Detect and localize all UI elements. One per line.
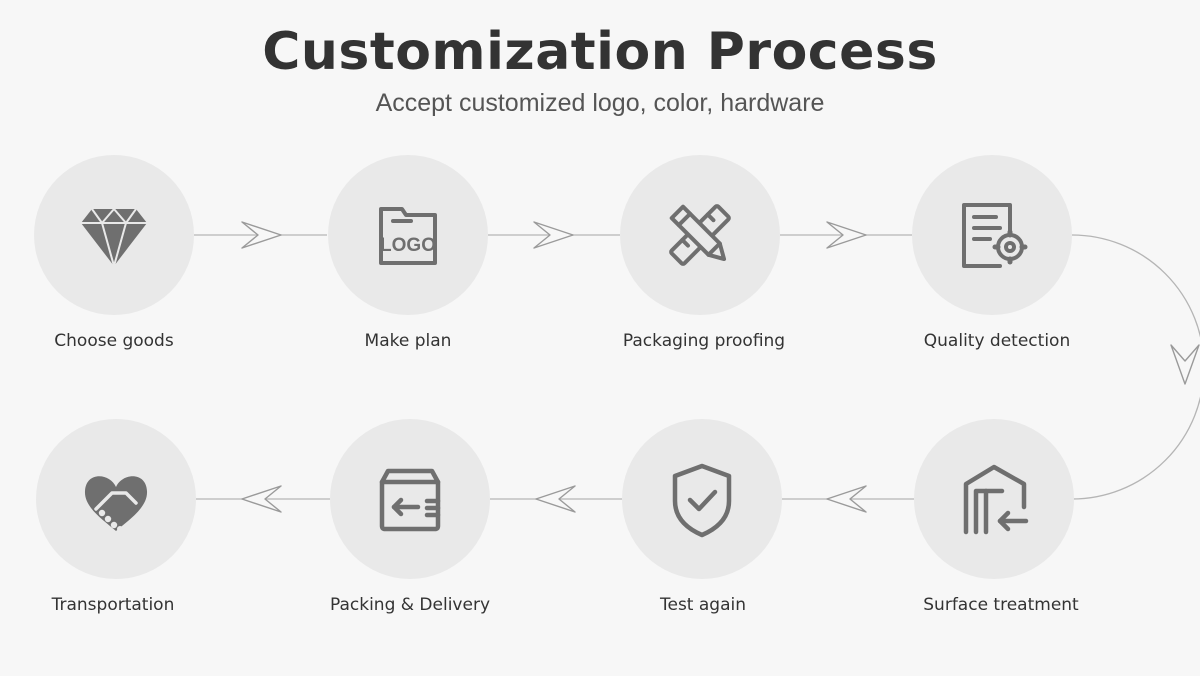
step-label-transportation: Transportation (51, 595, 175, 615)
step-circle-test-again (622, 419, 782, 579)
arrow-left-icon (826, 485, 867, 513)
step-circle-packing-delivery (330, 419, 490, 579)
step-circle-surface-treatment (914, 419, 1074, 579)
logo-folder-icon-text: LOGO (380, 235, 436, 256)
shield-check-icon (672, 463, 732, 538)
step-label-packaging-proofing: Packaging proofing (622, 331, 786, 351)
arrow-left-icon (535, 485, 576, 513)
arrow-right-icon (533, 221, 574, 249)
step-circle-quality-detection (912, 155, 1072, 315)
delivery-box-icon (379, 468, 441, 532)
step-circles (34, 155, 1074, 579)
arrow-right-icon (241, 221, 282, 249)
connector-4-5-curve (1071, 234, 1200, 500)
step-label-choose-goods: Choose goods (54, 331, 174, 351)
page-title: Customization Process (262, 22, 938, 82)
step-circle-make-plan (328, 155, 488, 315)
document-gear-icon (962, 203, 1028, 268)
handshake-icon (84, 476, 148, 532)
arrow-down-icon (1170, 344, 1200, 385)
step-label-test-again: Test again (659, 595, 746, 615)
warehouse-inbound-icon (963, 464, 1029, 535)
step-label-surface-treatment: Surface treatment (923, 595, 1079, 615)
page-subtitle: Accept customized logo, color, hardware (375, 89, 825, 117)
step-label-make-plan: Make plan (364, 331, 452, 351)
logo-folder-icon: LOGO (379, 207, 437, 265)
diamond-icon (81, 207, 147, 270)
arrow-left-icon (241, 485, 282, 513)
arrowheads (241, 221, 1200, 513)
arrow-right-icon (826, 221, 867, 249)
step-label-quality-detection: Quality detection (923, 331, 1071, 351)
pencil-ruler-icon (669, 204, 731, 266)
step-label-packing-delivery: Packing & Delivery (329, 595, 490, 615)
